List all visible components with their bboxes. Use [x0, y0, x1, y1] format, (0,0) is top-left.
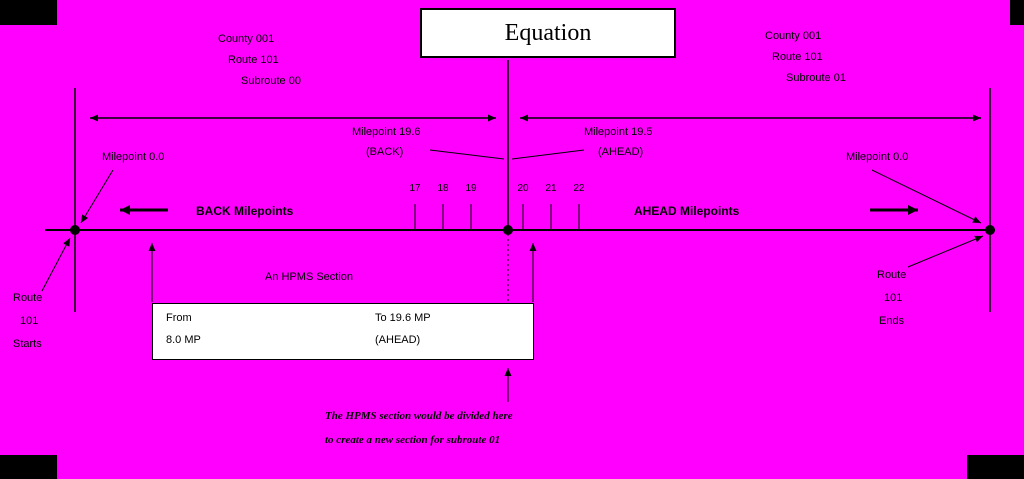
hpms-from-value: 8.0 MP — [166, 334, 201, 346]
back-milepoint-sublabel: (BACK) — [366, 146, 404, 158]
route-end-label: Ends — [879, 315, 905, 327]
right-origin-milepoint-label: Milepoint 0.0 — [846, 151, 909, 163]
ahead-milepoint-leader — [511, 149, 585, 160]
route-start-label: Starts — [13, 338, 42, 350]
division-note-line1: The HPMS section would be divided here — [325, 410, 513, 422]
corner-artifact-bottom-left — [0, 455, 57, 479]
right-county-label: County 001 — [765, 30, 822, 42]
hpms-section-label: An HPMS Section — [265, 271, 354, 283]
ahead-milepoint-label: Milepoint 19.5 — [584, 126, 653, 138]
ahead-milepoint-sublabel: (AHEAD) — [598, 146, 644, 158]
milepost-ticks-ahead — [522, 204, 580, 230]
milepost-tick-label: 21 — [545, 183, 557, 194]
route-end-point — [985, 225, 995, 235]
route-start-label: Route — [13, 292, 43, 304]
milepost-tick-label: 19 — [465, 183, 477, 194]
equation-point — [503, 225, 513, 235]
milepost-tick-label: 18 — [437, 183, 449, 194]
route-end-label: Route — [877, 269, 907, 281]
ahead-milepoints-label: AHEAD Milepoints — [634, 204, 740, 218]
equation-title-box: Equation — [420, 8, 676, 58]
left-county-label: County 001 — [218, 33, 275, 45]
left-subroute-label: Subroute 00 — [241, 75, 301, 87]
route-start-point — [70, 225, 80, 235]
milepost-ticks-back — [414, 204, 472, 230]
right-subroute-label: Subroute 01 — [786, 72, 846, 84]
route-end-label: 101 — [884, 292, 903, 304]
corner-artifact-top-left — [0, 0, 57, 25]
route-start-label: 101 — [20, 315, 39, 327]
back-milepoint-label: Milepoint 19.6 — [352, 126, 421, 138]
milepost-tick-label: 17 — [409, 183, 421, 194]
hpms-from-to-box: From 8.0 MP To 19.6 MP (AHEAD) — [152, 303, 534, 360]
hpms-to-value: (AHEAD) — [375, 334, 421, 346]
division-note-line2: to create a new section for subroute 01 — [325, 434, 501, 446]
left-origin-milepoint-label: Milepoint 0.0 — [102, 151, 165, 163]
equation-title: Equation — [504, 19, 592, 46]
back-milepoint-leader — [429, 149, 505, 160]
route-start-pointer — [41, 237, 71, 292]
left-route-label: Route 101 — [228, 54, 279, 66]
back-milepoints-label: BACK Milepoints — [196, 204, 294, 218]
left-milepoint-pointer — [80, 169, 114, 224]
hpms-from-label: From — [166, 312, 192, 324]
right-milepoint-pointer — [871, 169, 982, 224]
route-end-pointer — [907, 235, 984, 268]
hpms-to-label: To 19.6 MP — [375, 312, 431, 324]
corner-artifact-top-right — [1010, 0, 1024, 25]
corner-artifact-bottom-right — [967, 455, 1024, 479]
right-route-label: Route 101 — [772, 51, 823, 63]
milepost-tick-label: 22 — [573, 183, 585, 194]
milepost-tick-label: 20 — [517, 183, 529, 194]
